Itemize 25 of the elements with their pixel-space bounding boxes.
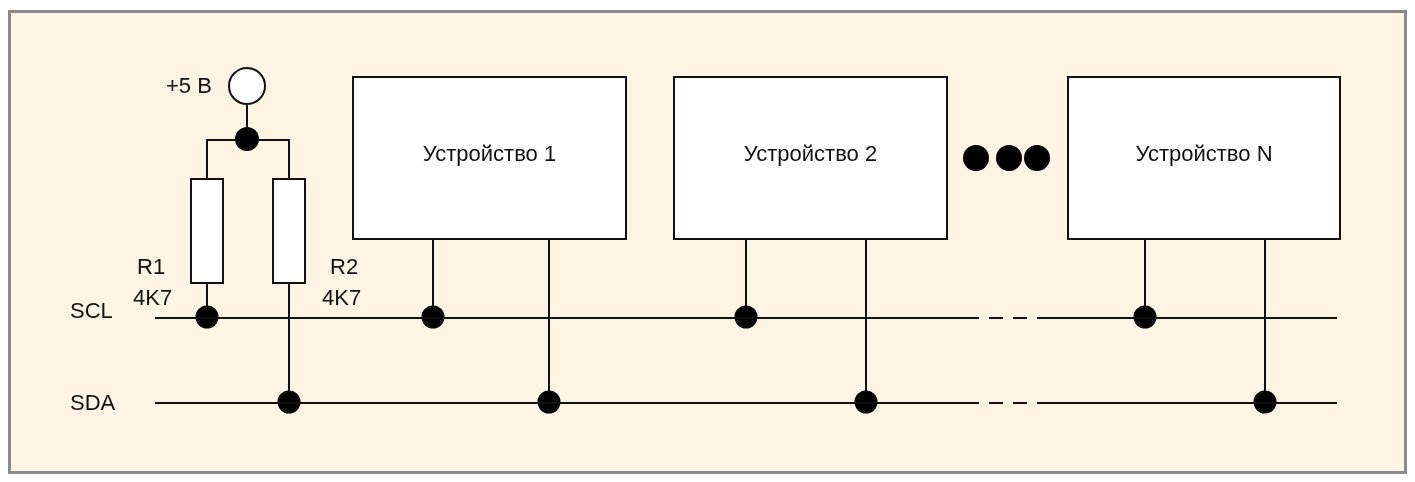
device-label: Устройство N [1135, 141, 1273, 167]
device-box [673, 76, 948, 240]
bus-line [155, 317, 1337, 319]
wire [1133, 239, 1157, 329]
voltage-label: +5 В [166, 75, 212, 97]
device-label: Устройство 1 [422, 141, 557, 167]
wire [537, 239, 561, 414]
signal-label: SCL [70, 300, 113, 322]
resistor-label: 4K7 [322, 287, 362, 309]
resistor-symbol [272, 178, 306, 284]
wire [1253, 239, 1277, 414]
wire [195, 283, 219, 329]
wire [734, 239, 758, 329]
device-box [352, 76, 627, 240]
resistor-label: R1 [137, 256, 166, 278]
wire [277, 283, 301, 414]
device-label: Устройство 2 [743, 141, 878, 167]
bus-line [155, 402, 1337, 404]
wire [421, 239, 445, 329]
resistor-label: 4K7 [133, 287, 173, 309]
resistor-label: R2 [330, 256, 359, 278]
device-box [1067, 76, 1341, 240]
signal-label: SDA [70, 392, 116, 414]
wire [854, 239, 878, 414]
resistor-symbol [190, 178, 224, 284]
